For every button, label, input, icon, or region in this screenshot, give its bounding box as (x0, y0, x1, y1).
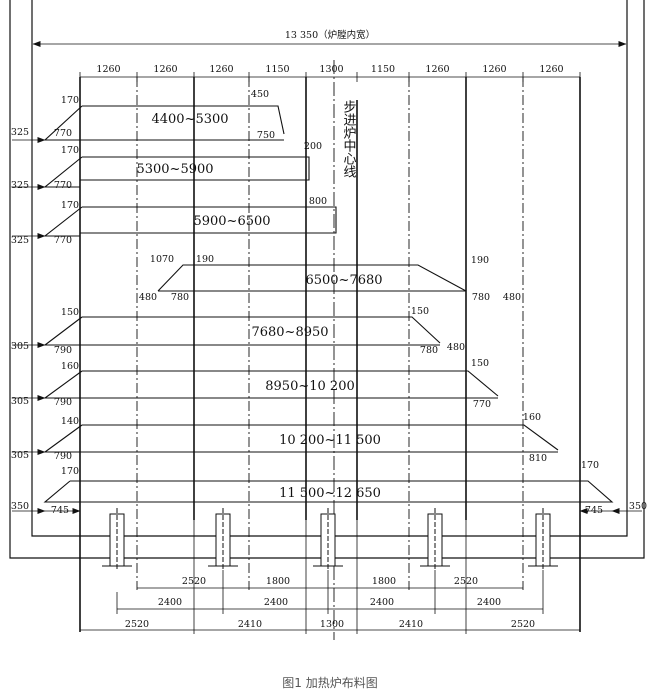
dimension-value: 160 (523, 412, 541, 423)
dimension-value: 770 (54, 128, 72, 139)
dimension-value: 480 (503, 292, 521, 303)
dimension-value: 770 (54, 180, 72, 191)
bottom-dimension-label: 1800 (266, 576, 290, 587)
dimension-value: 200 (304, 141, 322, 152)
dimension-value: 780 (420, 345, 438, 356)
slab-length-label: 8950~10 200 (265, 379, 354, 394)
dimension-value: 170 (61, 145, 79, 156)
dimension-value: 325 (11, 235, 29, 246)
dimension-value: 790 (54, 345, 72, 356)
bottom-dimension-label: 2520 (454, 576, 478, 587)
bottom-dimension-label: 2400 (158, 597, 182, 608)
slab-length-labels: 4400~5300 5300~5900 5900~6500 6500~7680 7680… (136, 112, 382, 501)
dimension-value: 140 (61, 416, 79, 427)
dimension-value: 1070 (150, 254, 174, 265)
slab-length-label: 5300~5900 (136, 162, 213, 177)
dimension-value: 350 (629, 501, 647, 512)
support-posts (102, 508, 558, 570)
dimension-value: 160 (61, 361, 79, 372)
top-spacing-label: 1260 (539, 64, 563, 75)
top-spacing-label: 1150 (265, 64, 289, 75)
dimension-value: 790 (54, 397, 72, 408)
slab-length-label: 11 500~12 650 (279, 486, 381, 501)
dimension-value: 305 (11, 341, 29, 352)
bottom-dimension-lines (80, 520, 580, 634)
top-spacing-labels: 1260 1260 1260 1150 1300 1150 1260 1260 1260 (96, 64, 563, 75)
dimension-value: 305 (11, 450, 29, 461)
top-spacing-label: 1260 (482, 64, 506, 75)
dimension-value: 810 (529, 453, 547, 464)
bottom-dimension-label: 1800 (372, 576, 396, 587)
dimension-value: 150 (61, 307, 79, 318)
slab-bottom-edges (80, 139, 612, 503)
dimension-value: 170 (61, 95, 79, 106)
bottom-dimension-label: 2400 (264, 597, 288, 608)
dimension-value: 770 (54, 235, 72, 246)
dimension-value: 150 (471, 358, 489, 369)
dimension-value: 450 (251, 89, 269, 100)
width-dimension-label: 13 350（炉膛内宽） (285, 29, 375, 41)
dimension-value: 780 (472, 292, 490, 303)
bottom-dimension-label: 2520 (511, 619, 535, 630)
top-spacing-label: 1260 (425, 64, 449, 75)
slab-length-label: 7680~8950 (251, 325, 328, 340)
dimension-value: 170 (581, 460, 599, 471)
top-spacing-label: 1150 (371, 64, 395, 75)
dimension-value: 745 (585, 505, 603, 516)
top-spacing-label: 1300 (319, 64, 343, 75)
bottom-dimension-label: 2520 (125, 619, 149, 630)
bottom-dimension-label: 2410 (238, 619, 262, 630)
left-offset-arrows (12, 137, 642, 514)
dimension-value: 325 (11, 127, 29, 138)
detail-dimension-labels: 170 325 770 450 750 170 325 770 200 170 325 770 800 1… (11, 89, 647, 516)
bottom-dimension-label: 2400 (370, 597, 394, 608)
figure-caption: 图1 加热炉布料图 (282, 676, 377, 690)
dimension-value: 190 (471, 255, 489, 266)
skid-beams (79, 77, 581, 632)
dimension-value: 800 (309, 196, 327, 207)
dimension-value: 170 (61, 200, 79, 211)
slab-length-label: 10 200~11 500 (279, 433, 381, 448)
dimension-value: 745 (51, 505, 69, 516)
bottom-dimension-label: 2400 (477, 597, 501, 608)
slab-length-label: 4400~5300 (151, 112, 228, 127)
dimension-value: 770 (473, 399, 491, 410)
top-spacing-label: 1260 (209, 64, 233, 75)
top-spacing-label: 1260 (153, 64, 177, 75)
dimension-value: 170 (61, 466, 79, 477)
dimension-value: 325 (11, 180, 29, 191)
centerline-label: 步进炉中心线 (341, 100, 357, 178)
bottom-dimension-label: 2410 (399, 619, 423, 630)
dimension-value: 750 (257, 130, 275, 141)
slab-length-label: 6500~7680 (305, 273, 382, 288)
dimension-value: 190 (196, 254, 214, 265)
dimension-value: 350 (11, 501, 29, 512)
dimension-value: 305 (11, 396, 29, 407)
top-spacing-label: 1260 (96, 64, 120, 75)
dimension-value: 480 (139, 292, 157, 303)
slab-length-label: 5900~6500 (193, 214, 270, 229)
dimension-value: 480 (447, 342, 465, 353)
dimension-value: 780 (171, 292, 189, 303)
bottom-dimension-label: 2520 (182, 576, 206, 587)
dimension-value: 150 (411, 306, 429, 317)
dimension-value: 790 (54, 451, 72, 462)
bottom-dimension-label: 1300 (320, 619, 344, 630)
